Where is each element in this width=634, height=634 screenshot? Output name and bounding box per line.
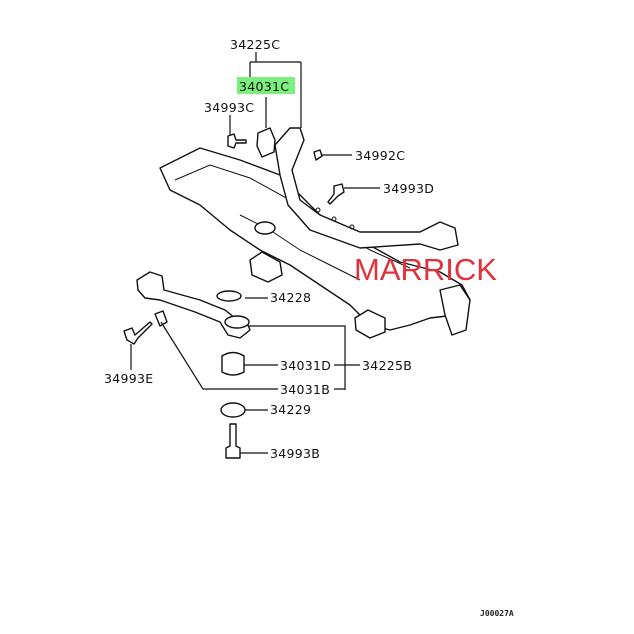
crossmember-drawing (159, 127, 471, 339)
label-34993B[interactable]: 34993B (270, 446, 320, 461)
label-34225C[interactable]: 34225C (230, 37, 280, 52)
highlight-34031C (237, 77, 295, 94)
bolt-34993D (327, 183, 345, 205)
label-34031D[interactable]: 34031D (280, 358, 331, 373)
label-34993C[interactable]: 34993C (204, 100, 254, 115)
label-34229[interactable]: 34229 (270, 402, 311, 417)
leader-lines (130, 52, 380, 454)
bolt-34993E (123, 321, 153, 345)
label-34228[interactable]: 34228 (270, 290, 311, 305)
bushing-34031B (154, 310, 168, 327)
label-34031C[interactable]: 34031C (239, 79, 289, 94)
bushing-34031D (221, 351, 245, 376)
label-34031B[interactable]: 34031B (280, 382, 330, 397)
label-34225B[interactable]: 34225B (362, 358, 412, 373)
figure-code: J00027A (480, 609, 514, 618)
nut-34992C (313, 149, 323, 161)
watermark: MARRICK (354, 252, 497, 287)
lower-arm-drawing (136, 271, 251, 339)
label-34993E[interactable]: 34993E (104, 371, 153, 386)
label-34993D[interactable]: 34993D (383, 181, 434, 196)
bolt-34993B (225, 423, 241, 459)
bolt-34993C (227, 133, 247, 149)
label-34992C[interactable]: 34992C (355, 148, 405, 163)
bushing-34031C (256, 127, 276, 158)
washer-34229 (220, 402, 246, 418)
